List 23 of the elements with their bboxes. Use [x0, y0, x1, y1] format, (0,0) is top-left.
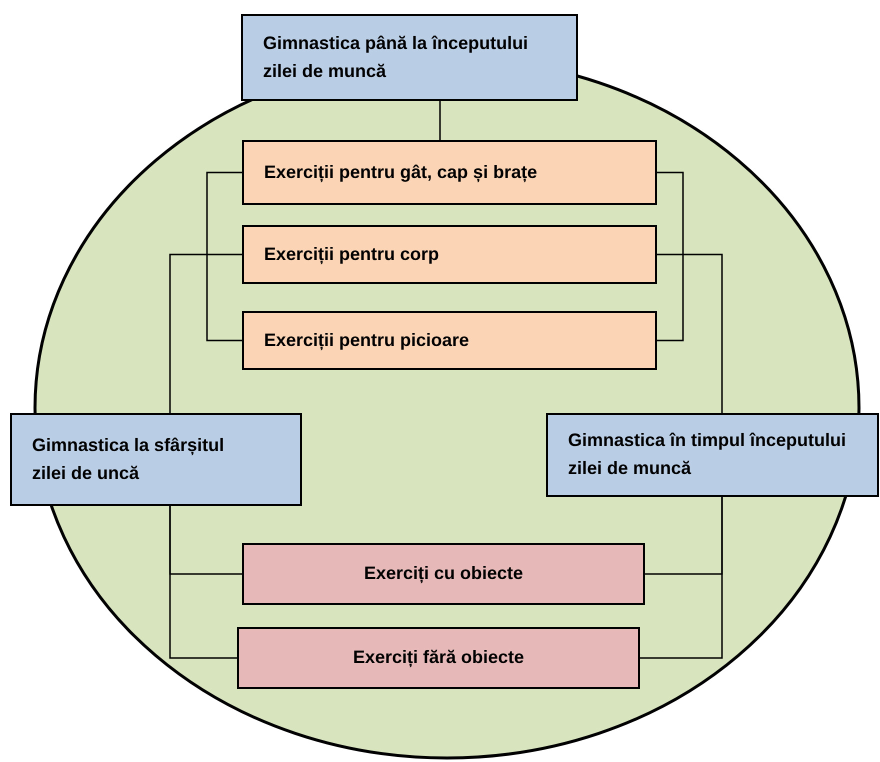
connector-line [640, 497, 723, 659]
box-label: Gimnastica la sfârșitul zilei de uncă [32, 434, 226, 484]
connector-line [206, 172, 242, 342]
process-box [241, 14, 578, 101]
process-box [242, 140, 657, 205]
process-box [242, 311, 657, 370]
process-box [242, 543, 645, 605]
box-label: Exerciții pentru corp [264, 242, 440, 266]
connector-line [657, 254, 723, 413]
box-label: Gimnastica până la începutului zilei de muncă [263, 32, 530, 82]
box-label: Gimnastica în timpul începutului zilei de muncă [568, 429, 848, 480]
box-label: Exerciții pentru picioare [264, 328, 470, 352]
connector-line [439, 101, 441, 140]
box-label: Exerciții pentru gât, cap și brațe [264, 160, 538, 184]
box-label: Exerciți fără obiecte [352, 646, 524, 670]
process-box [237, 627, 640, 689]
box-label: Exerciți cu obiecte [364, 562, 524, 586]
process-box [546, 413, 879, 497]
connector-line [169, 254, 242, 413]
connector-line [169, 506, 237, 659]
process-box [242, 225, 657, 284]
process-box [10, 413, 302, 506]
connector-line [657, 172, 684, 342]
